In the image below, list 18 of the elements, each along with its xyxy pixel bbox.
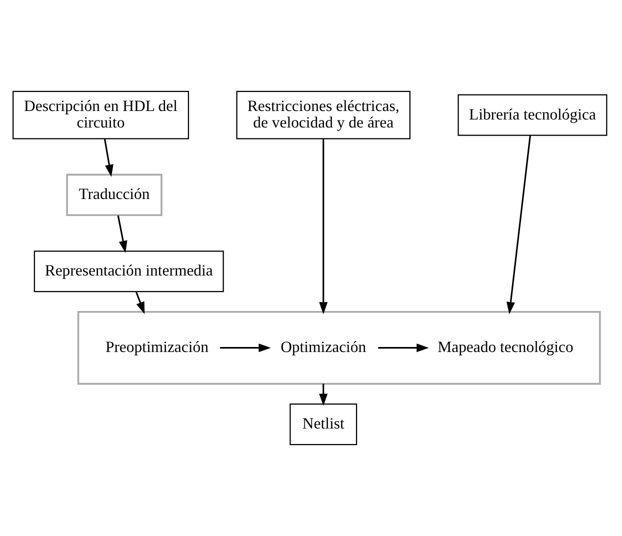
node-box: Descripción en HDL del circuito — [12, 90, 190, 140]
arrow — [117, 215, 128, 253]
node-box: Restricciones eléctricas, de velocidad y de área — [236, 90, 410, 140]
arrow — [319, 138, 328, 314]
arrow — [220, 344, 271, 352]
arrow — [136, 292, 145, 314]
cluster — [77, 310, 601, 385]
node-text: Optimización — [280, 338, 366, 356]
arrow — [506, 135, 531, 314]
node-box: Representación intermedia — [34, 250, 224, 292]
node-box: Netlist — [290, 403, 358, 446]
node-box: Librería tecnológica — [458, 94, 608, 136]
arrow — [378, 344, 429, 352]
node-text: Preoptimización — [105, 338, 208, 356]
node-box: Traducción — [66, 174, 162, 216]
node-text: Mapeado tecnológico — [438, 338, 574, 356]
arrow — [104, 138, 114, 177]
arrow — [319, 384, 328, 406]
